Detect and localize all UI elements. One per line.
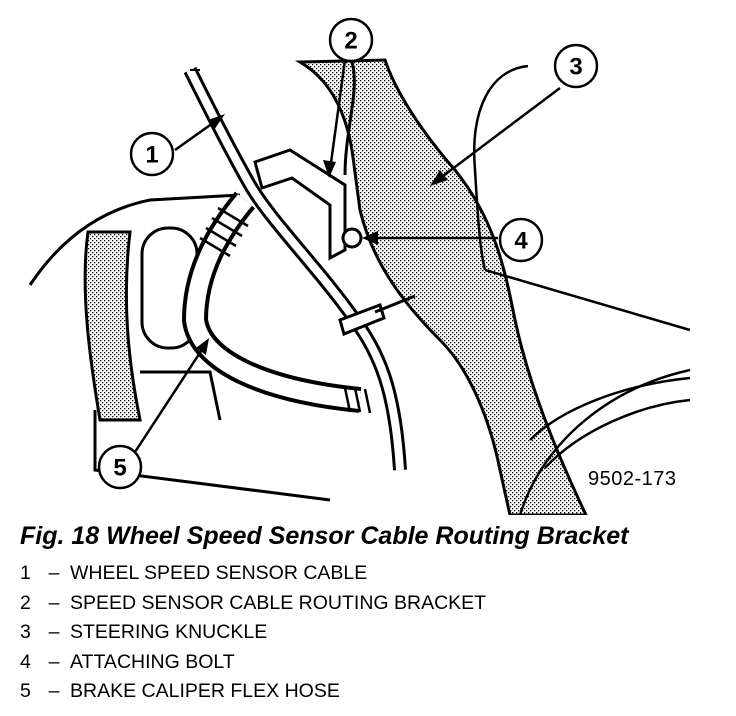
leader-3: [434, 87, 561, 183]
callout-leaders: [133, 59, 561, 453]
legend-number: 5: [20, 680, 31, 702]
callout-1-number: 1: [145, 142, 158, 169]
legend-number: 4: [20, 650, 31, 673]
attaching-bolt: [341, 227, 363, 249]
callout-5-number: 5: [113, 455, 126, 482]
legend-item: 4 – ATTACHING BOLT: [20, 651, 486, 681]
legend-number: 1: [20, 562, 31, 584]
legend-label: STEERING KNUCKLE: [70, 621, 268, 643]
steering-knuckle: [294, 58, 588, 515]
callout-3-number: 3: [569, 54, 582, 81]
callout-2-circle: [328, 17, 374, 63]
sensor-cable: [183, 66, 407, 471]
figure-code: 9502-173: [588, 468, 677, 490]
legend-number: 2: [20, 591, 31, 614]
legend-label: ATTACHING BOLT: [70, 650, 235, 673]
legend-label: SPEED SENSOR CABLE ROUTING BRACKET: [70, 591, 487, 614]
callout-3-circle: [553, 43, 599, 89]
callout-5-circle: [97, 444, 143, 490]
brake-rotor: [518, 368, 691, 515]
leader-5: [133, 344, 207, 453]
legend-separator: –: [48, 621, 60, 643]
figure-caption: Fig. 18 Wheel Speed Sensor Cable Routing…: [20, 522, 629, 550]
callout-4-circle: [498, 217, 544, 263]
legend-item: 3 – STEERING KNUCKLE: [20, 621, 486, 651]
legend-separator: –: [48, 680, 60, 702]
brake-flex-hose: [181, 191, 372, 414]
callout-1-circle: [129, 131, 175, 177]
legend-label: WHEEL SPEED SENSOR CABLE: [70, 562, 368, 584]
legend-number: 3: [20, 621, 31, 643]
routing-bracket: [253, 148, 363, 261]
callout-bubbles: [97, 17, 599, 490]
cable-clip: [338, 294, 416, 337]
callout-2-number: 2: [344, 28, 357, 55]
strut-outline: [473, 64, 691, 332]
legend-separator: –: [48, 591, 60, 614]
wheel-speed-sensor-illustration: 1 2 3 4 5: [28, 17, 691, 515]
callout-numbers: 1 2 3 4 5: [113, 28, 582, 482]
legend: 1 – WHEEL SPEED SENSOR CABLE 2 – SPEED S…: [20, 562, 486, 710]
leader-arrowheads: [196, 114, 448, 355]
legend-label: BRAKE CALIPER FLEX HOSE: [70, 680, 340, 702]
leader-2: [328, 59, 347, 171]
legend-item: 5 – BRAKE CALIPER FLEX HOSE: [20, 680, 486, 710]
legend-item: 2 – SPEED SENSOR CABLE ROUTING BRACKET: [20, 592, 486, 622]
legend-item: 1 – WHEEL SPEED SENSOR CABLE: [20, 562, 486, 592]
legend-separator: –: [48, 650, 60, 673]
legend-separator: –: [48, 562, 60, 584]
callout-4-number: 4: [514, 228, 528, 255]
